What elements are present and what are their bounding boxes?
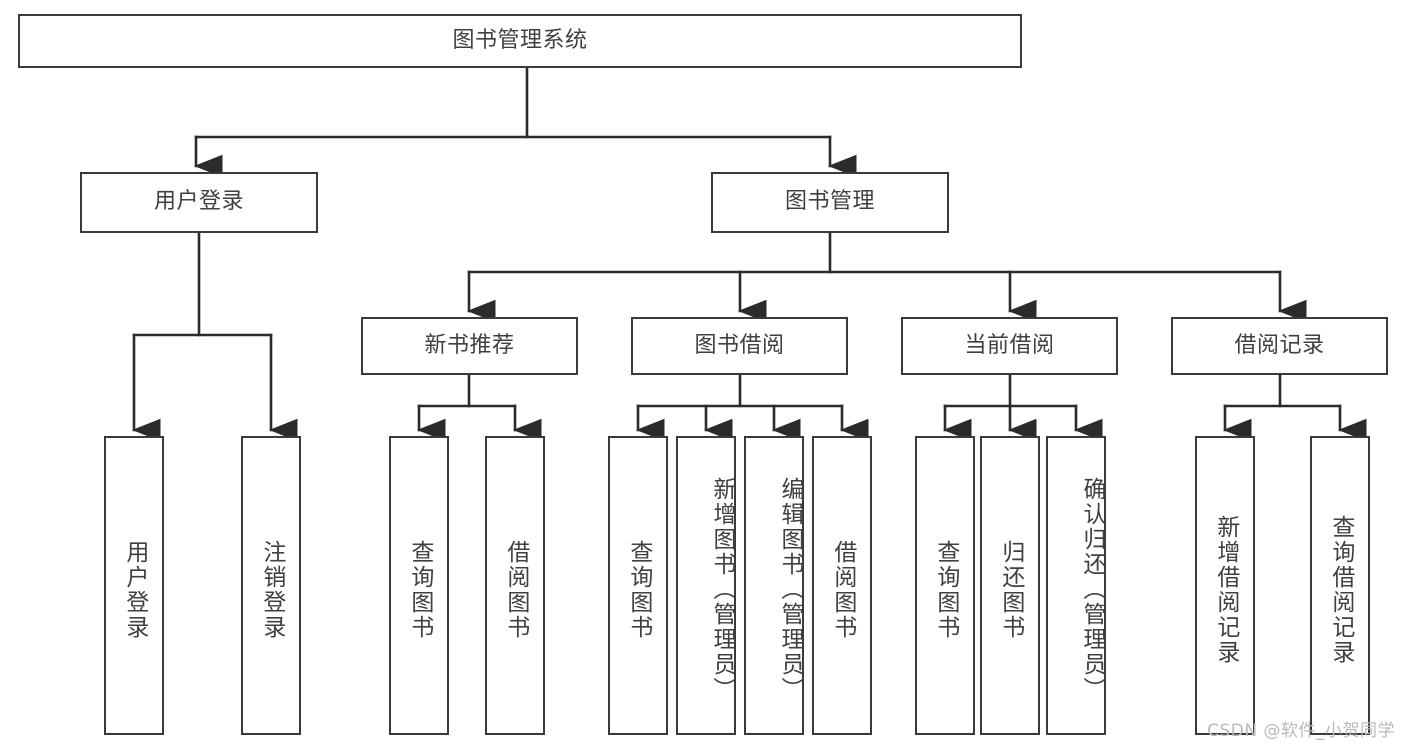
csdn-watermark: CSDN @软件_小贺同学 — [1207, 721, 1395, 741]
leaf-book-borrow-edit-book-admin[interactable]: 编辑图书（管理员） — [744, 436, 804, 735]
node-user-login[interactable]: 用户登录 — [80, 172, 318, 233]
leaf-user-login-logout[interactable]: 注销登录 — [241, 436, 301, 735]
node-new-book-recommend[interactable]: 新书推荐 — [361, 317, 578, 375]
leaf-current-borrow-confirm-return-admin[interactable]: 确认归还（管理员） — [1046, 436, 1106, 735]
node-label: 借阅图书 — [502, 539, 529, 640]
node-label: 注销登录 — [258, 539, 285, 640]
leaf-current-borrow-query-book[interactable]: 查询图书 — [915, 436, 975, 735]
node-label: 新增图书（管理员） — [709, 477, 735, 702]
node-borrow-record[interactable]: 借阅记录 — [1171, 317, 1388, 375]
node-label: 图书借阅 — [694, 332, 785, 358]
node-label: 用户登录 — [153, 189, 244, 215]
leaf-borrow-record-add-record[interactable]: 新增借阅记录 — [1195, 436, 1255, 735]
node-book-management[interactable]: 图书管理 — [711, 172, 949, 233]
leaf-borrow-record-query-record[interactable]: 查询借阅记录 — [1310, 436, 1370, 735]
node-label: 借阅记录 — [1234, 332, 1325, 358]
node-label: 新增借阅记录 — [1212, 514, 1239, 665]
node-label: 当前借阅 — [964, 332, 1055, 358]
leaf-user-login-login[interactable]: 用户登录 — [104, 436, 164, 735]
leaf-new-book-query-book[interactable]: 查询图书 — [389, 436, 449, 735]
node-label: 查询图书 — [406, 539, 433, 640]
node-label: 查询借阅记录 — [1327, 514, 1354, 665]
node-label: 确认归还（管理员） — [1079, 477, 1105, 702]
node-book-borrow[interactable]: 图书借阅 — [631, 317, 848, 375]
leaf-new-book-borrow-book[interactable]: 借阅图书 — [485, 436, 545, 735]
node-root-book-management-system[interactable]: 图书管理系统 — [18, 14, 1022, 68]
node-label: 新书推荐 — [424, 332, 515, 358]
node-label: 查询图书 — [625, 539, 652, 640]
leaf-book-borrow-add-book-admin[interactable]: 新增图书（管理员） — [676, 436, 736, 735]
node-current-borrow[interactable]: 当前借阅 — [901, 317, 1118, 375]
node-label: 借阅图书 — [829, 539, 856, 640]
leaf-book-borrow-borrow-book[interactable]: 借阅图书 — [812, 436, 872, 735]
node-label: 归还图书 — [997, 539, 1024, 640]
node-label: 用户登录 — [121, 539, 148, 640]
node-label: 编辑图书（管理员） — [777, 477, 803, 702]
node-label: 图书管理 — [784, 189, 875, 215]
leaf-current-borrow-return-book[interactable]: 归还图书 — [980, 436, 1040, 735]
leaf-book-borrow-query-book[interactable]: 查询图书 — [608, 436, 668, 735]
node-label: 查询图书 — [932, 539, 959, 640]
node-label: 图书管理系统 — [452, 27, 588, 53]
